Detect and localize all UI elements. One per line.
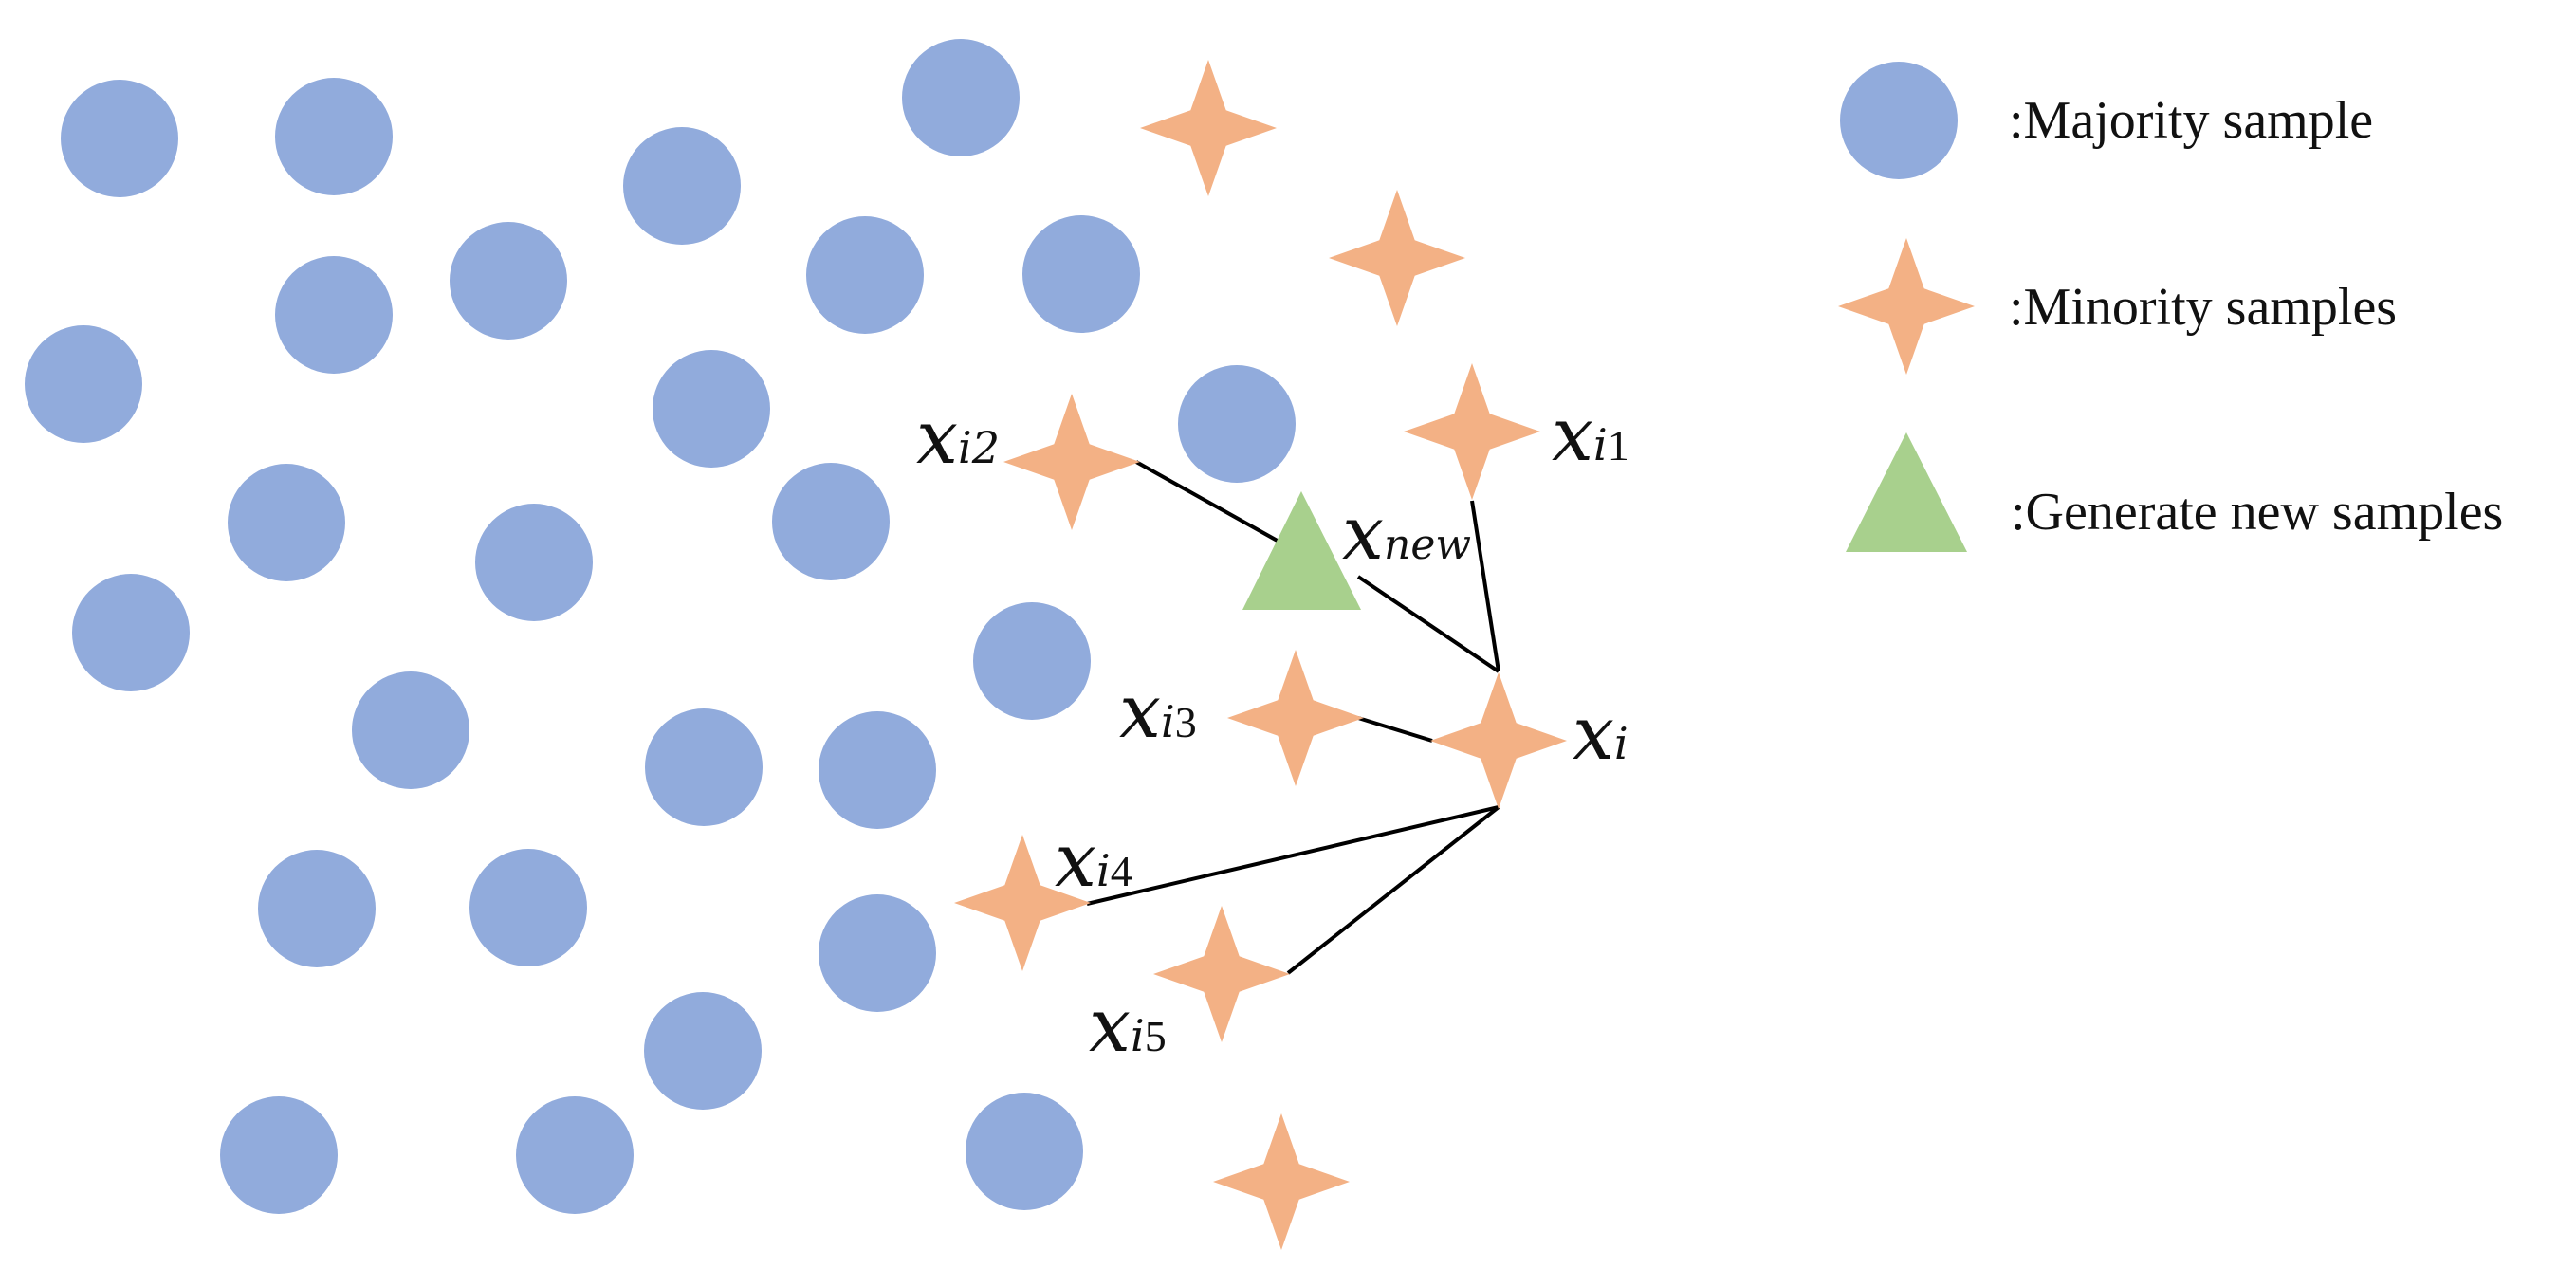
label-xnew: xnew [1342,491,1471,577]
majority-sample-circle [902,39,1020,156]
label-xi3: xi3 [1119,670,1197,755]
legend-generated-label: :Generate new samples [2011,483,2503,542]
minority-sample-star [1227,650,1364,786]
majority-sample-circle [475,504,593,621]
majority-sample-circle [1178,365,1296,483]
minority-sample-star [1003,394,1140,530]
minority-sample-star [1213,1113,1350,1250]
minority-sample-star [1404,363,1540,500]
link-xi2-xnew [1135,460,1283,545]
majority-samples [25,39,1296,1214]
majority-sample-circle [645,708,763,826]
minority-sample-star [954,835,1091,971]
label-xi5: xi5 [1089,984,1167,1069]
link-xi-xi5 [1286,805,1500,975]
majority-sample-circle [469,849,587,966]
minority-samples [954,60,1567,1250]
minority-sample-star [1430,672,1567,809]
minority-sample-star [1153,906,1290,1042]
majority-sample-circle [772,463,890,580]
link-xnew-xi [1356,575,1500,673]
majority-sample-circle [966,1093,1083,1210]
majority-sample-circle [220,1096,338,1214]
label-xi2: xi2 [916,395,1000,481]
majority-sample-circle [653,350,770,468]
minority-sample-star [1140,60,1277,196]
legend-minority-label: :Minority samples [2009,278,2397,337]
generated-sample-triangle [1242,491,1361,610]
majority-sample-circle [61,80,178,197]
majority-sample-circle [806,216,924,334]
majority-sample-circle [258,850,376,967]
majority-sample-circle [72,574,190,691]
majority-sample-circle [352,671,469,789]
majority-sample-circle [25,325,142,443]
majority-sample-circle [228,464,345,581]
legend: :Majority sample :Minority samples :Gene… [1838,62,2503,552]
majority-sample-circle [819,711,936,829]
majority-sample-circle [275,78,393,195]
label-xi4: xi4 [1055,818,1132,904]
majority-sample-circle [1022,215,1140,333]
link-xi-xi1 [1470,500,1500,672]
majority-sample-circle [275,256,393,374]
link-xi3-xi [1357,716,1433,743]
legend-majority-circle [1840,62,1958,179]
minority-sample-star [1329,190,1465,326]
legend-generated-triangle [1846,432,1967,552]
legend-minority-star [1838,238,1975,375]
label-xi1: xi1 [1552,393,1629,478]
link-xi-xi4 [1086,805,1500,906]
majority-sample-circle [819,894,936,1012]
majority-sample-circle [516,1096,634,1214]
majority-sample-circle [644,992,762,1110]
neighbor-links [1086,460,1500,975]
majority-sample-circle [973,602,1091,720]
majority-sample-circle [623,127,741,245]
legend-majority-label: :Majority sample [2009,91,2373,150]
label-xi: xi [1573,691,1628,777]
majority-sample-circle [450,222,567,340]
